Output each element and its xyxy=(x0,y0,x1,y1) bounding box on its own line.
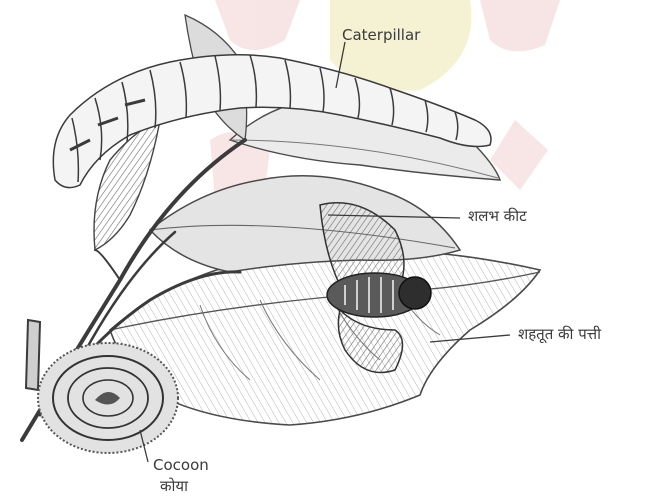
label-cocoon-hi: कोया xyxy=(160,476,188,496)
label-caterpillar: Caterpillar xyxy=(342,26,420,44)
label-moth: शलभ कीट xyxy=(468,206,527,226)
mulberry-leaf-middle xyxy=(150,176,460,272)
cocoon xyxy=(38,343,178,453)
label-cocoon-en: Cocoon xyxy=(153,456,209,474)
label-mulberry-leaf: शहतूत की पत्ती xyxy=(518,324,601,344)
